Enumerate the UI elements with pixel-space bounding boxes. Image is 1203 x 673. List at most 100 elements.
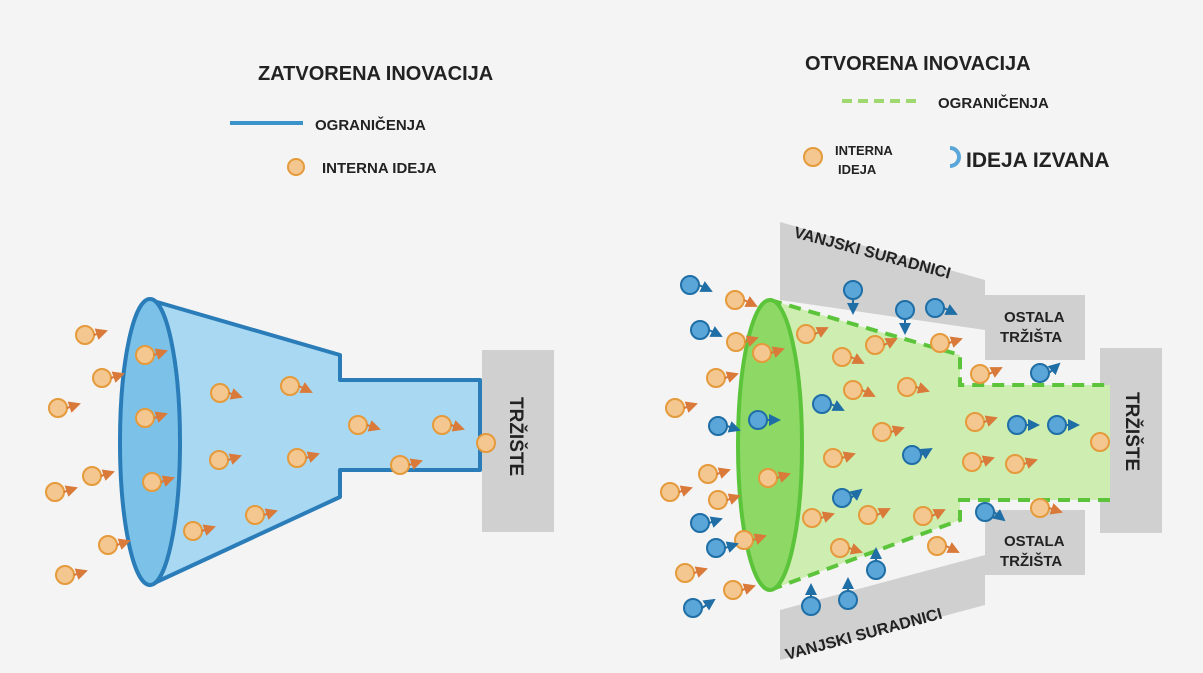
closed-funnel-opening [118, 297, 182, 587]
external-idea-icon [925, 298, 958, 318]
external-idea-icon [866, 547, 886, 580]
internal-idea-icon [390, 455, 423, 475]
open-market-box [1100, 348, 1162, 533]
open-internal-ideas [660, 290, 1110, 600]
internal-idea-legend-icon [803, 147, 823, 167]
internal-idea-icon [897, 377, 930, 397]
internal-idea-icon [280, 376, 313, 396]
internal-idea-icon [665, 398, 698, 418]
open-legend-internal-1: INTERNA [835, 143, 893, 158]
internal-idea-icon [55, 565, 88, 585]
external-idea-icon [690, 513, 723, 533]
external-idea-icon [801, 583, 821, 616]
internal-idea-icon [802, 508, 835, 528]
external-idea-icon [690, 320, 723, 340]
open-title: OTVORENA INOVACIJA [805, 53, 1031, 75]
external-idea-icon [975, 502, 1006, 522]
internal-idea-icon [75, 325, 108, 345]
closed-innovation-panel: ZATVORENA INOVACIJA OGRANIČENJA INTERNA … [45, 63, 554, 587]
internal-idea-icon [287, 448, 320, 468]
open-legend-constraints: OGRANIČENJA [938, 94, 1049, 112]
internal-idea-icon [725, 290, 758, 310]
closed-internal-ideas [45, 325, 496, 585]
internal-idea-icon [675, 563, 708, 583]
open-legend-internal-2: IDEJA [838, 162, 877, 177]
open-legend-external: IDEJA IZVANA [966, 149, 1110, 172]
internal-idea-icon [832, 347, 865, 367]
internal-idea-icon [962, 452, 995, 472]
open-funnel-dashed-outline [769, 298, 1110, 592]
other-markets-top-line2: TRŽIŠTA [1000, 328, 1062, 346]
external-idea-icon [902, 445, 933, 465]
internal-idea-icon [858, 505, 891, 525]
internal-idea-icon [135, 408, 168, 428]
internal-idea-icon [965, 412, 998, 432]
internal-idea-icon [142, 472, 175, 492]
internal-idea-icon [135, 345, 168, 365]
closed-legend-constraints: OGRANIČENJA [315, 116, 426, 134]
external-idea-icon [680, 275, 713, 295]
closed-funnel [148, 298, 482, 587]
internal-idea-icon [1090, 432, 1110, 452]
external-idea-icon [1047, 415, 1080, 435]
internal-idea-icon [698, 464, 731, 484]
internal-idea-icon [830, 538, 863, 558]
internal-idea-icon [98, 535, 131, 555]
external-idea-icon [683, 598, 716, 618]
open-market-label: TRŽIŠTE [1121, 392, 1143, 471]
external-idea-icon [748, 410, 781, 430]
internal-idea-icon [706, 368, 739, 388]
internal-idea-icon [970, 364, 1003, 384]
internal-idea-icon [210, 383, 243, 403]
internal-idea-icon [209, 450, 242, 470]
internal-idea-icon [752, 343, 785, 363]
open-funnel-opening [736, 298, 804, 592]
partners-bottom-band [780, 555, 985, 660]
internal-idea-icon [1030, 498, 1063, 518]
internal-idea-legend-icon [287, 158, 305, 176]
internal-idea-icon [48, 398, 81, 418]
closed-title: ZATVORENA INOVACIJA [258, 63, 493, 85]
internal-idea-icon [758, 468, 791, 488]
internal-idea-icon [45, 482, 78, 502]
closed-market-label: TRŽIŠTE [505, 397, 527, 476]
internal-idea-icon [843, 380, 876, 400]
external-idea-icon [843, 280, 863, 315]
internal-idea-icon [245, 505, 278, 525]
open-innovation-panel: OTVORENA INOVACIJA OGRANIČENJA INTERNA I… [660, 53, 1162, 664]
internal-idea-icon [930, 333, 963, 353]
external-idea-icon [708, 416, 741, 436]
internal-idea-icon [660, 482, 693, 502]
internal-idea-icon [708, 490, 741, 510]
internal-idea-icon [1005, 454, 1038, 474]
other-markets-top-line1: OSTALA [1004, 309, 1065, 326]
internal-idea-icon [865, 335, 898, 355]
other-markets-bottom-line2: TRŽIŠTA [1000, 552, 1062, 570]
internal-idea-icon [872, 422, 905, 442]
internal-idea-icon [82, 466, 115, 486]
open-external-ideas [680, 275, 1080, 618]
external-idea-icon [706, 538, 739, 558]
external-idea-legend-icon [949, 146, 961, 168]
other-markets-top-box [985, 295, 1085, 360]
external-idea-icon [838, 577, 858, 610]
internal-idea-icon [726, 332, 759, 352]
internal-idea-icon [927, 536, 960, 556]
external-idea-icon [1030, 362, 1061, 383]
external-idea-icon [812, 394, 845, 414]
internal-idea-icon [476, 433, 496, 453]
internal-idea-icon [348, 415, 381, 435]
external-idea-icon [1007, 415, 1040, 435]
closed-legend-internal: INTERNA IDEJA [322, 160, 437, 177]
external-idea-icon [895, 300, 915, 335]
internal-idea-icon [734, 530, 767, 550]
internal-idea-icon [92, 368, 125, 388]
other-markets-bottom-line1: OSTALA [1004, 533, 1065, 550]
open-funnel [770, 300, 1110, 590]
internal-idea-icon [823, 448, 856, 468]
internal-idea-icon [432, 415, 465, 435]
external-idea-icon [832, 488, 863, 508]
internal-idea-icon [183, 521, 216, 541]
